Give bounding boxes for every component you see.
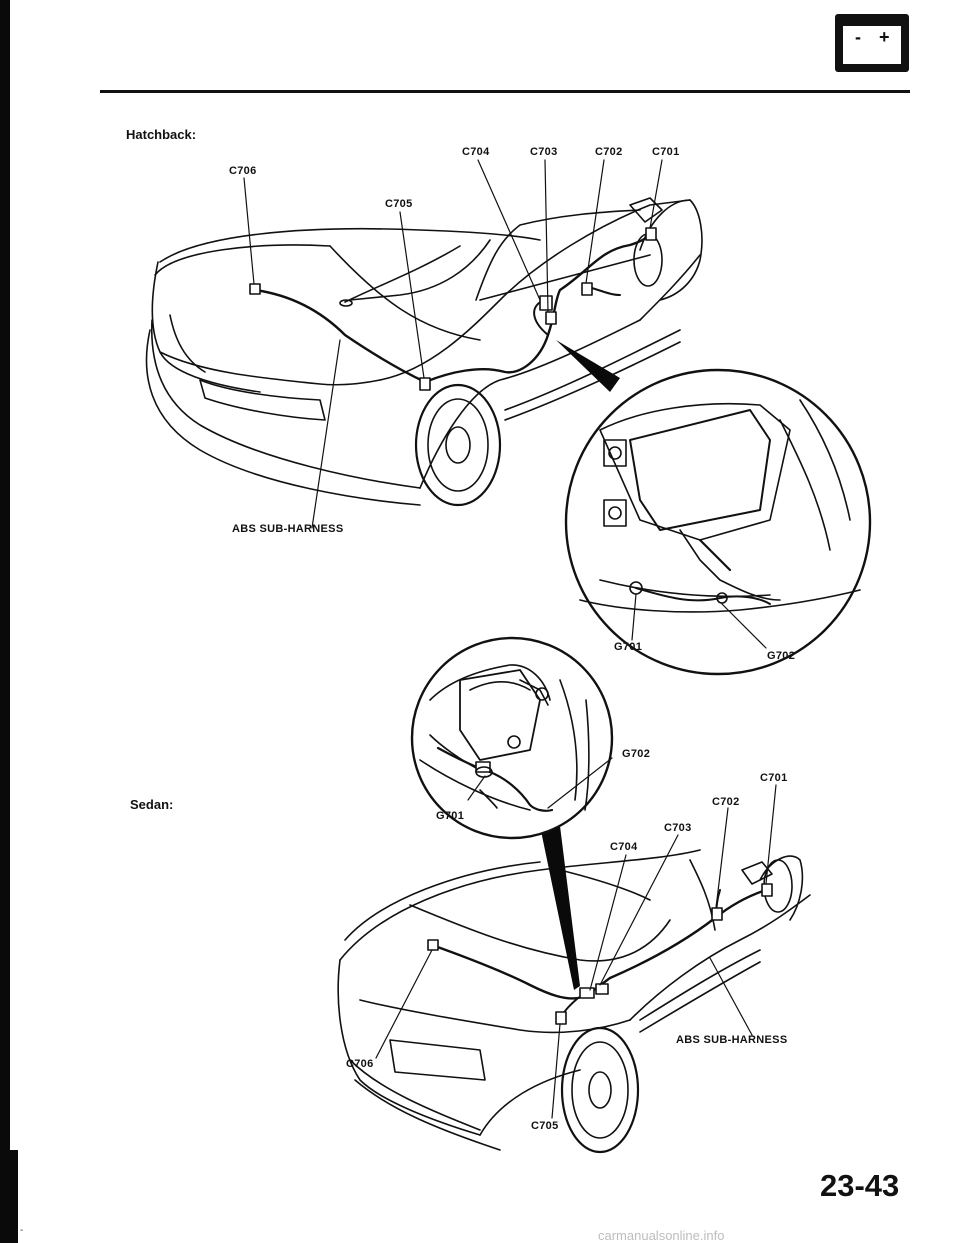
- hatchback-harness-wire: [255, 232, 652, 382]
- sedan-c706-connector: [428, 940, 438, 950]
- hatchback-zoom-beam: [556, 340, 620, 392]
- hatchback-g702-label: G702: [767, 650, 796, 662]
- sedan-zoom-beam: [540, 826, 580, 990]
- hatchback-c704-connector: [540, 296, 552, 310]
- sedan-c701-label: C701: [760, 772, 788, 784]
- sedan-c705-connector: [556, 1012, 566, 1024]
- sedan-c701-connector: [762, 884, 772, 896]
- hatchback-c706-connector: [250, 284, 260, 294]
- page-number: 23-43: [820, 1168, 900, 1203]
- hatchback-ground-leaders: [632, 594, 766, 648]
- page-binding-edge-lower: [10, 1150, 18, 1243]
- sedan-c702-connector: [712, 908, 722, 920]
- sedan-section-label: Sedan:: [130, 797, 174, 812]
- watermark-text: carmanualsonline.info: [598, 1228, 725, 1243]
- hatchback-section-label: Hatchback:: [126, 127, 197, 142]
- sedan-c702-label: C702: [712, 796, 740, 808]
- sedan-detail-inset: [412, 638, 612, 838]
- battery-icon: - +: [835, 14, 909, 72]
- hatchback-g701-label: G701: [614, 641, 643, 653]
- hatchback-detail-inset: [566, 370, 870, 674]
- hatchback-c705-label: C705: [385, 198, 413, 210]
- sedan-abs-sub-harness-label: ABS SUB-HARNESS: [676, 1034, 788, 1046]
- hatchback-car-outline: [147, 198, 702, 505]
- hatchback-c706-label: C706: [229, 165, 257, 177]
- hatchback-leader-lines: [244, 160, 662, 528]
- sedan-c705-label: C705: [531, 1120, 559, 1132]
- page-binding-edge: [0, 0, 10, 1243]
- sedan-c704-connector: [580, 988, 594, 998]
- sedan-c706-label: C706: [346, 1058, 374, 1070]
- hatchback-c704-label: C704: [462, 146, 490, 158]
- sedan-c703-label: C703: [664, 822, 692, 834]
- hatchback-c705-connector: [420, 378, 430, 390]
- battery-minus-sign: -: [855, 27, 861, 47]
- sedan-c703-connector: [596, 984, 608, 994]
- hatchback-c701-label: C701: [652, 146, 680, 158]
- sedan-c704-label: C704: [610, 841, 638, 853]
- header-rule: [100, 90, 910, 93]
- hatchback-c703-connector: [546, 312, 556, 324]
- hatchback-c702-label: C702: [595, 146, 623, 158]
- sedan-g702-label: G702: [622, 748, 651, 760]
- footer-mark: -: [20, 1225, 24, 1236]
- sedan-leader-lines: [376, 785, 776, 1118]
- hatchback-c703-label: C703: [530, 146, 558, 158]
- hatchback-abs-sub-harness-label: ABS SUB-HARNESS: [232, 523, 344, 535]
- sedan-ground-leaders: [468, 758, 612, 808]
- hatchback-c701-connector: [646, 228, 656, 240]
- sedan-g701-label: G701: [436, 810, 465, 822]
- battery-plus-sign: +: [879, 27, 890, 47]
- hatchback-c702-connector: [582, 283, 592, 295]
